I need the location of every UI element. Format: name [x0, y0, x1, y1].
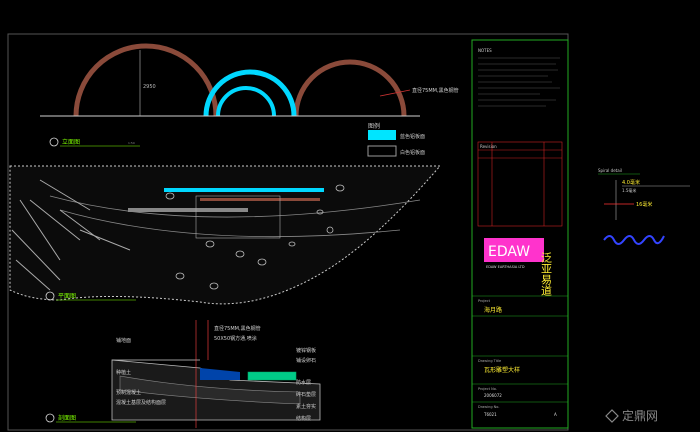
spiral-detail: Spiral detail 4.0毫米 1.5毫米 16毫米	[598, 168, 690, 245]
legend-label-blue: 蓝色铝板面	[400, 133, 425, 140]
section-label-right-3: 镀锌钢板	[296, 347, 316, 354]
revision-table	[477, 141, 563, 227]
section-label-right-1: 直径75MM,黑色钢管	[214, 325, 261, 332]
legend-swatch-blue	[368, 130, 396, 140]
title-block: NOTES Revision EDAW EDAW EARTHASIA LTD 泛…	[472, 48, 568, 417]
spiral-dim-2: 16毫米	[636, 201, 652, 208]
arch-right	[293, 59, 407, 117]
project-name: 海月路	[484, 306, 502, 314]
legend: 图例 蓝色铝板面 白色铝板面	[367, 122, 425, 157]
arch-annotation: 直径75MM,黑色钢管	[412, 87, 459, 94]
plan-grey-bar	[128, 208, 248, 212]
section-label-right-2: 50X50钢方通,喷涂	[214, 335, 257, 342]
watermark-text: 定鼎网	[622, 408, 658, 423]
section-marker	[49, 137, 59, 147]
drawing-no: T6021	[483, 412, 497, 417]
plan-view: 平面图	[9, 165, 442, 305]
plan-radial-spokes	[11, 179, 131, 291]
section-label-left-2: 种植土	[116, 369, 131, 376]
section-label-left-3: 预制混凝土	[116, 389, 141, 396]
plan-path-curve-2	[59, 209, 401, 238]
plan-path-curve	[49, 195, 421, 218]
section-blue-layer	[200, 368, 240, 380]
section-title: 剖面图	[58, 414, 76, 422]
drawing-no-label: Drawing No.	[478, 405, 499, 409]
leader-line	[379, 89, 411, 97]
plan-blue-bar	[164, 188, 324, 192]
section-label-right-4: 铺设卵石	[296, 357, 316, 364]
spiral-caption: Spiral detail	[598, 168, 622, 173]
company-subtitle: EDAW EARTHASIA LTD	[486, 265, 525, 269]
section-label-right-6: 碎石垫层	[296, 391, 316, 398]
elevation-dimension: 2950	[143, 84, 156, 90]
plan-pebbles	[165, 184, 345, 290]
spiral-dim-1b: 1.5毫米	[622, 187, 636, 193]
plan-marker	[45, 291, 55, 301]
section-label-right-7: 素土夯实	[296, 403, 316, 410]
section-label-left-4: 混凝土基层及结构面层	[116, 399, 166, 406]
watermark: 定鼎网	[605, 408, 658, 423]
elevation-title: 立面图	[62, 138, 80, 146]
section-label-right-8: 结构层	[296, 415, 311, 422]
project-label: Project	[478, 299, 491, 303]
legend-label-white: 白色铝板面	[400, 149, 425, 156]
legend-swatch-white	[367, 145, 397, 157]
title-block-frame	[471, 39, 569, 429]
plan-frame-box	[195, 195, 281, 239]
edaw-logo-bg	[484, 238, 544, 262]
elevation-view: 2950 直径75MM,黑色钢管 立面图 1:50	[40, 43, 459, 147]
spiral-dim-1: 4.0毫米	[622, 179, 640, 186]
company-cn-1: 泛亚易道	[540, 252, 553, 296]
spiral-shape	[603, 235, 665, 245]
section-label-left-1: 铺地面	[116, 337, 131, 344]
project-no-label: Project No.	[478, 387, 497, 391]
legend-title: 图例	[368, 122, 380, 130]
arch-center-large	[203, 69, 297, 117]
watermark-logo-icon	[605, 409, 619, 423]
arch-left	[73, 43, 219, 117]
notes-header: NOTES	[478, 48, 492, 53]
drawing-title-label: Drawing Title	[478, 359, 501, 363]
arch-center-small	[216, 86, 276, 117]
section-label-right-5: 防水层	[296, 379, 311, 386]
plan-title: 平面图	[58, 293, 76, 300]
section-gravel	[119, 375, 301, 405]
section-view: 铺地面 种植土 预制混凝土 混凝土基层及结构面层 直径75MM,黑色钢管 50X…	[45, 320, 321, 428]
plan-brown-bar	[200, 198, 320, 201]
section-marker	[45, 413, 55, 423]
revision-letter: A	[554, 412, 557, 417]
section-green-layer	[247, 371, 297, 381]
project-no: 2006072	[484, 393, 502, 398]
plan-outline	[9, 165, 442, 305]
revision-header: Revision	[480, 144, 497, 149]
elevation-scale: 1:50	[128, 141, 135, 145]
company-logo: EDAW	[488, 244, 530, 260]
notes-lines	[478, 57, 560, 107]
drawing-title: 瓦形雕塑大样	[484, 366, 520, 374]
